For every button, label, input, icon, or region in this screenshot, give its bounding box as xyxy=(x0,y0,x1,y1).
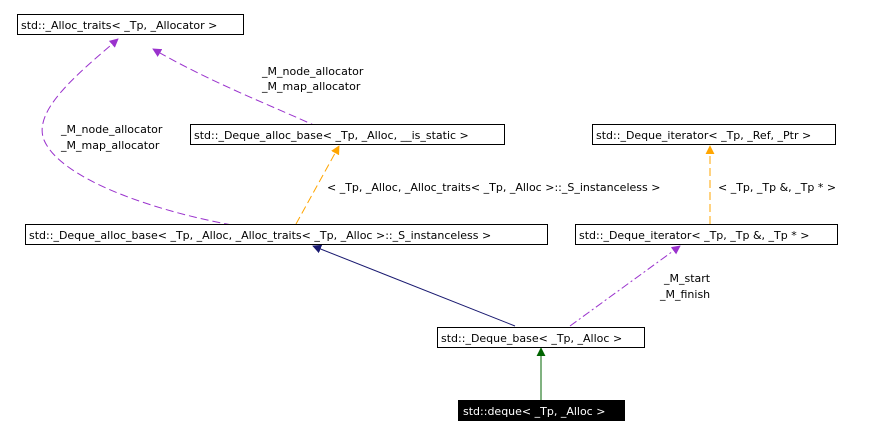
edge-inst-base-to-alloc-traits xyxy=(41,38,233,226)
class-node-deque-alloc-base-instanceless-label: std::_Deque_alloc_base< _Tp, _Alloc, _Al… xyxy=(29,229,491,242)
class-node-deque-iterator-ref-ptr-label: std::_Deque_iterator< _Tp, _Ref, _Ptr > xyxy=(596,129,811,142)
class-node-deque-base[interactable]: std::_Deque_base< _Tp, _Alloc > xyxy=(437,327,645,348)
edge-static-base-to-alloc-traits xyxy=(152,48,319,128)
edge-label-node-allocator-left: _M_node_allocator xyxy=(60,123,163,136)
edge-label-template-alloc-base: < _Tp, _Alloc, _Alloc_traits< _Tp, _Allo… xyxy=(327,181,660,194)
edge-label-template-iterator: < _Tp, _Tp &, _Tp * > xyxy=(718,181,836,194)
class-node-deque-base-label: std::_Deque_base< _Tp, _Alloc > xyxy=(441,332,622,345)
class-node-deque-root[interactable]: std::deque< _Tp, _Alloc > xyxy=(458,400,625,421)
edge-inst-base-to-static-base xyxy=(295,145,340,225)
edge-label-map-allocator-upper: _M_map_allocator xyxy=(261,80,361,93)
class-node-alloc-traits-label: std::_Alloc_traits< _Tp, _Allocator > xyxy=(21,19,217,32)
edge-label-start: _M_start xyxy=(663,272,711,285)
class-node-deque-root-label: std::deque< _Tp, _Alloc > xyxy=(463,405,605,418)
edge-label-map-allocator-left: _M_map_allocator xyxy=(60,139,160,152)
edge-label-node-allocator-upper: _M_node_allocator xyxy=(261,65,364,78)
class-node-deque-iterator-ref-ptr[interactable]: std::_Deque_iterator< _Tp, _Ref, _Ptr > xyxy=(592,124,836,145)
class-node-deque-alloc-base-static-label: std::_Deque_alloc_base< _Tp, _Alloc, __i… xyxy=(194,129,469,142)
class-node-deque-alloc-base-static[interactable]: std::_Deque_alloc_base< _Tp, _Alloc, __i… xyxy=(190,124,505,145)
class-node-deque-alloc-base-instanceless[interactable]: std::_Deque_alloc_base< _Tp, _Alloc, _Al… xyxy=(25,224,548,245)
edge-deque-base-to-iterator-tp xyxy=(569,245,681,327)
class-node-deque-iterator-tp[interactable]: std::_Deque_iterator< _Tp, _Tp &, _Tp * … xyxy=(575,224,838,245)
edge-label-finish: _M_finish xyxy=(659,288,710,301)
edge-deque-base-to-inst-base xyxy=(312,244,516,327)
class-node-deque-iterator-tp-label: std::_Deque_iterator< _Tp, _Tp &, _Tp * … xyxy=(579,229,809,242)
class-node-alloc-traits[interactable]: std::_Alloc_traits< _Tp, _Allocator > xyxy=(17,14,244,35)
